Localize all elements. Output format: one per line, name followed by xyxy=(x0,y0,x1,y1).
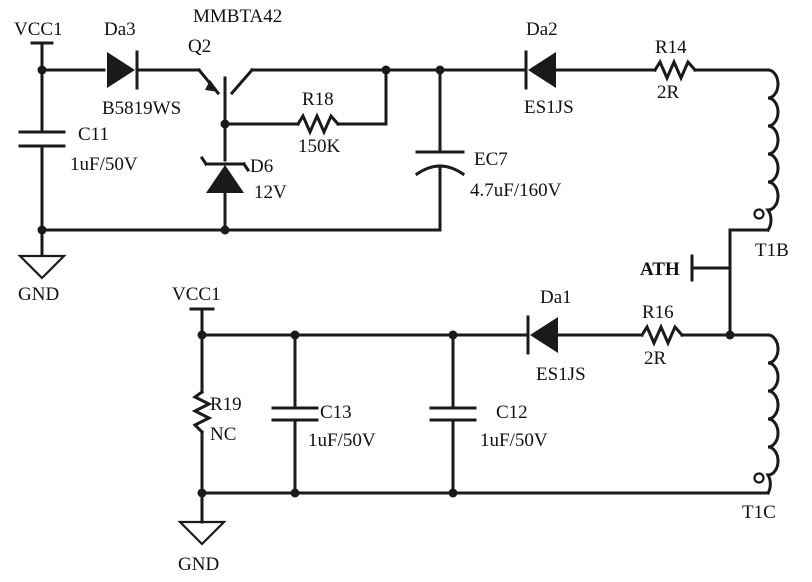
diode-da3 xyxy=(107,50,201,90)
resistor-r16 xyxy=(639,323,770,347)
label-c12: C12 xyxy=(496,402,528,423)
zener-d6 xyxy=(199,122,251,232)
label-r14-value: 2R xyxy=(657,82,680,103)
label-q2-part: MMBTA42 xyxy=(193,6,282,27)
label-r16-value: 2R xyxy=(644,348,667,369)
label-gnd-top: GND xyxy=(18,284,59,305)
label-d6-value: 12V xyxy=(254,182,287,203)
junction xyxy=(290,488,300,498)
label-r16: R16 xyxy=(642,302,674,323)
resistor-r14 xyxy=(652,58,770,82)
junction xyxy=(448,488,458,498)
label-ec7: EC7 xyxy=(474,149,508,170)
label-gnd-bottom: GND xyxy=(178,554,219,575)
junction xyxy=(725,330,735,340)
label-da2-part: ES1JS xyxy=(524,97,574,118)
junction xyxy=(197,488,207,498)
diode-da1 xyxy=(526,315,644,355)
label-d6: D6 xyxy=(250,156,273,177)
label-ec7-value: 4.7uF/160V xyxy=(470,180,562,201)
ath-pin xyxy=(690,254,732,282)
label-da1: Da1 xyxy=(540,287,572,308)
label-c13-value: 1uF/50V xyxy=(308,430,376,451)
label-r19: R19 xyxy=(210,394,242,415)
winding-t1b xyxy=(728,68,780,337)
resistor-r19 xyxy=(191,333,213,524)
capacitor-ec7 xyxy=(414,68,466,232)
winding-t1c xyxy=(753,333,780,496)
bottom-circuit xyxy=(177,307,780,546)
capacitor-c11 xyxy=(18,68,66,257)
diode-da2 xyxy=(524,50,657,90)
label-vcc-top: VCC1 xyxy=(14,19,63,40)
label-c11: C11 xyxy=(78,124,109,145)
label-da1-part: ES1JS xyxy=(536,364,586,385)
junction xyxy=(220,225,230,235)
junction xyxy=(37,225,47,235)
label-r14: R14 xyxy=(655,37,687,58)
label-q2: Q2 xyxy=(188,36,211,57)
top-circuit xyxy=(17,41,780,337)
capacitor-c12 xyxy=(429,333,477,495)
transistor-q2 xyxy=(196,67,255,126)
label-r18: R18 xyxy=(302,89,334,110)
label-c11-value: 1uF/50V xyxy=(70,154,138,175)
label-da3: Da3 xyxy=(104,19,136,40)
label-c12-value: 1uF/50V xyxy=(480,430,548,451)
label-da3-part: B5819WS xyxy=(102,98,181,119)
label-r18-value: 150K xyxy=(298,136,341,157)
label-da2: Da2 xyxy=(526,19,558,40)
resistor-r18 xyxy=(223,68,388,136)
label-t1c: T1C xyxy=(742,502,776,523)
label-t1b: T1B xyxy=(755,240,789,261)
label-r19-value: NC xyxy=(210,424,236,445)
label-vcc-bottom: VCC1 xyxy=(172,284,221,305)
capacitor-c13 xyxy=(271,333,319,495)
label-ath: ATH xyxy=(640,259,680,280)
ground-symbol-bottom xyxy=(177,520,227,546)
label-c13: C13 xyxy=(320,402,352,423)
ground-symbol-top xyxy=(17,254,67,280)
